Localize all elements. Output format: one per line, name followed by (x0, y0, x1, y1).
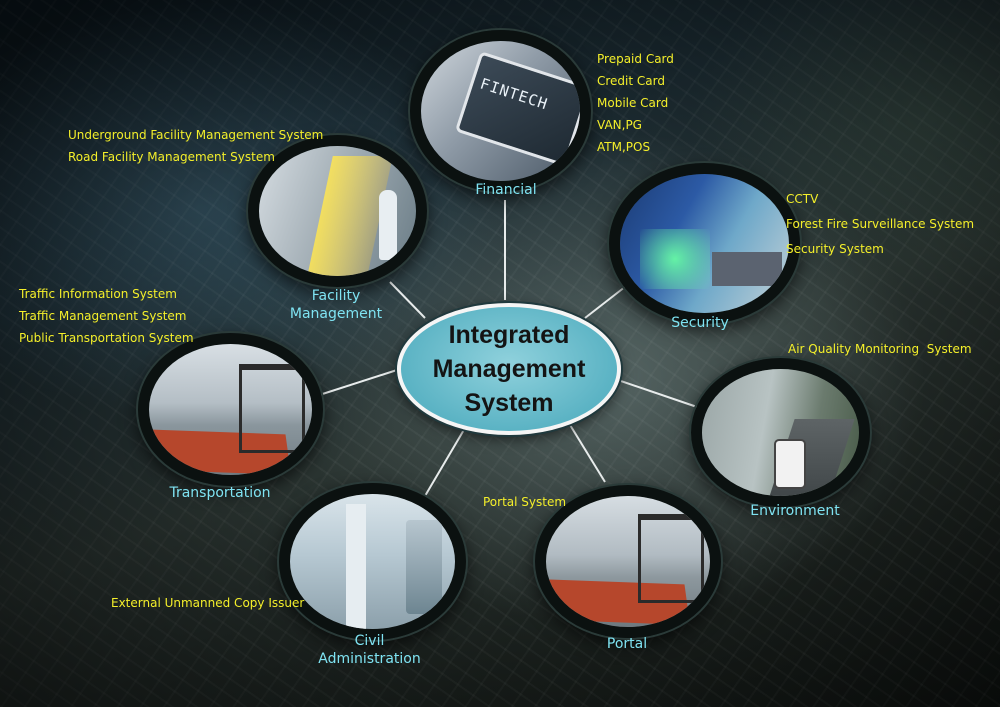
environment-node (691, 358, 870, 507)
portal-label: Portal (606, 636, 648, 652)
environment-item-list: Air Quality Monitoring System (788, 338, 972, 360)
facility-control-room-image (259, 146, 416, 276)
security-label: Security (671, 315, 729, 331)
monitor-desk (712, 252, 782, 286)
list-item: ATM,POS (597, 140, 651, 154)
list-item: Public Transportation System (19, 331, 194, 345)
list-item: Mobile Card (597, 96, 669, 110)
connector-environment (611, 377, 701, 409)
portal-item-list: Portal System (483, 491, 566, 513)
transportation-label: Transportation (169, 485, 271, 501)
facility-management-node (248, 135, 427, 287)
civil-administration-label: Civil Administration (312, 632, 427, 668)
security-node (609, 163, 800, 324)
hub-title: Integrated Management System (432, 321, 586, 417)
integrated-management-hub: Integrated Management System (397, 303, 621, 435)
connector-civil (424, 427, 466, 497)
transportation-item-list: Traffic Information System Traffic Manag… (19, 283, 194, 349)
transportation-node (138, 333, 323, 486)
civil-administration-node (279, 483, 466, 640)
surveillance-glow (640, 229, 710, 289)
security-monitoring-image (620, 174, 789, 313)
connector-transportation (309, 369, 398, 399)
mobile-phone (774, 439, 806, 489)
financial-item-list: Prepaid Card Credit Card Mobile Card VAN… (597, 48, 674, 158)
lobby-pillar (346, 504, 366, 629)
fintech-tablet-image: FINTECH (421, 41, 580, 181)
civil-item-list: External Unmanned Copy Issuer (111, 592, 304, 614)
list-item: Air Quality Monitoring System (788, 342, 972, 356)
portal-node (535, 485, 721, 638)
list-item: Credit Card (597, 74, 665, 88)
facility-management-label: Facility Management (276, 287, 396, 323)
list-item: CCTV (786, 192, 819, 206)
bus-stop-street-image (149, 344, 312, 475)
connector-portal (566, 419, 606, 483)
copy-issuer-kiosk (406, 520, 442, 614)
list-item: External Unmanned Copy Issuer (111, 596, 305, 610)
list-item: Portal System (483, 495, 567, 509)
list-item: Road Facility Management System (68, 150, 275, 164)
operator-figure (379, 190, 397, 260)
financial-node: FINTECH (410, 30, 591, 192)
security-item-list: CCTV Forest Fire Surveillance System Sec… (786, 187, 974, 262)
portal-street-image (546, 496, 710, 627)
financial-label: Financial (475, 182, 537, 198)
list-item: Forest Fire Surveillance System (786, 217, 975, 231)
environment-label: Environment (750, 503, 840, 519)
air-quality-street-image (702, 369, 859, 496)
kiosk-lobby-image (290, 494, 455, 629)
list-item: Security System (786, 242, 884, 256)
list-item: Traffic Management System (19, 309, 187, 323)
tablet-device (454, 51, 580, 167)
facility-item-list: Underground Facility Management System R… (68, 124, 323, 168)
bus-shelter (239, 364, 305, 453)
list-item: Prepaid Card (597, 52, 674, 66)
list-item: Underground Facility Management System (68, 128, 324, 142)
connector-facility (389, 281, 426, 319)
facility-management-label-text: Facility Management (289, 288, 383, 322)
list-item: VAN,PG (597, 118, 642, 132)
list-item: Traffic Information System (19, 287, 177, 301)
bus-shelter (638, 514, 704, 603)
civil-administration-label-text: Civil Administration (318, 633, 421, 667)
